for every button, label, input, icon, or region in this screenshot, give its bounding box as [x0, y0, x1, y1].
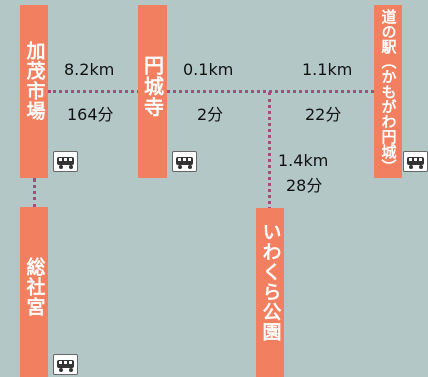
time-label: 164分	[67, 105, 114, 124]
distance-label: 0.1km	[183, 60, 234, 79]
distance-label: 1.1km	[302, 60, 353, 79]
route-line-branch-iwakura	[268, 92, 271, 210]
station-enjoji[interactable]: 円城寺	[138, 5, 167, 178]
station-label: いわくら公園	[259, 222, 282, 342]
station-label: 道の駅（かもがわ円城）	[379, 9, 398, 174]
station-label: 加茂市場	[23, 41, 46, 121]
bus-icon	[172, 151, 197, 172]
bus-icon	[403, 151, 428, 172]
bus-icon	[53, 354, 78, 375]
station-iwakura[interactable]: いわくら公園	[256, 208, 284, 377]
time-label: 22分	[305, 105, 342, 124]
station-michinoeki[interactable]: 道の駅（かもがわ円城）	[374, 5, 402, 178]
time-label: 2分	[197, 105, 224, 124]
station-label: 円城寺	[140, 55, 165, 118]
route-line-branch-soja	[33, 178, 36, 208]
station-soja[interactable]: 総社宮	[20, 207, 48, 377]
bus-icon	[53, 151, 78, 172]
distance-label: 1.4km	[278, 151, 329, 170]
station-label: 総社宮	[23, 257, 46, 317]
route-line-main	[48, 90, 374, 93]
station-kamo-ichiba[interactable]: 加茂市場	[20, 5, 48, 178]
distance-label: 8.2km	[64, 60, 115, 79]
time-label: 28分	[286, 176, 323, 195]
